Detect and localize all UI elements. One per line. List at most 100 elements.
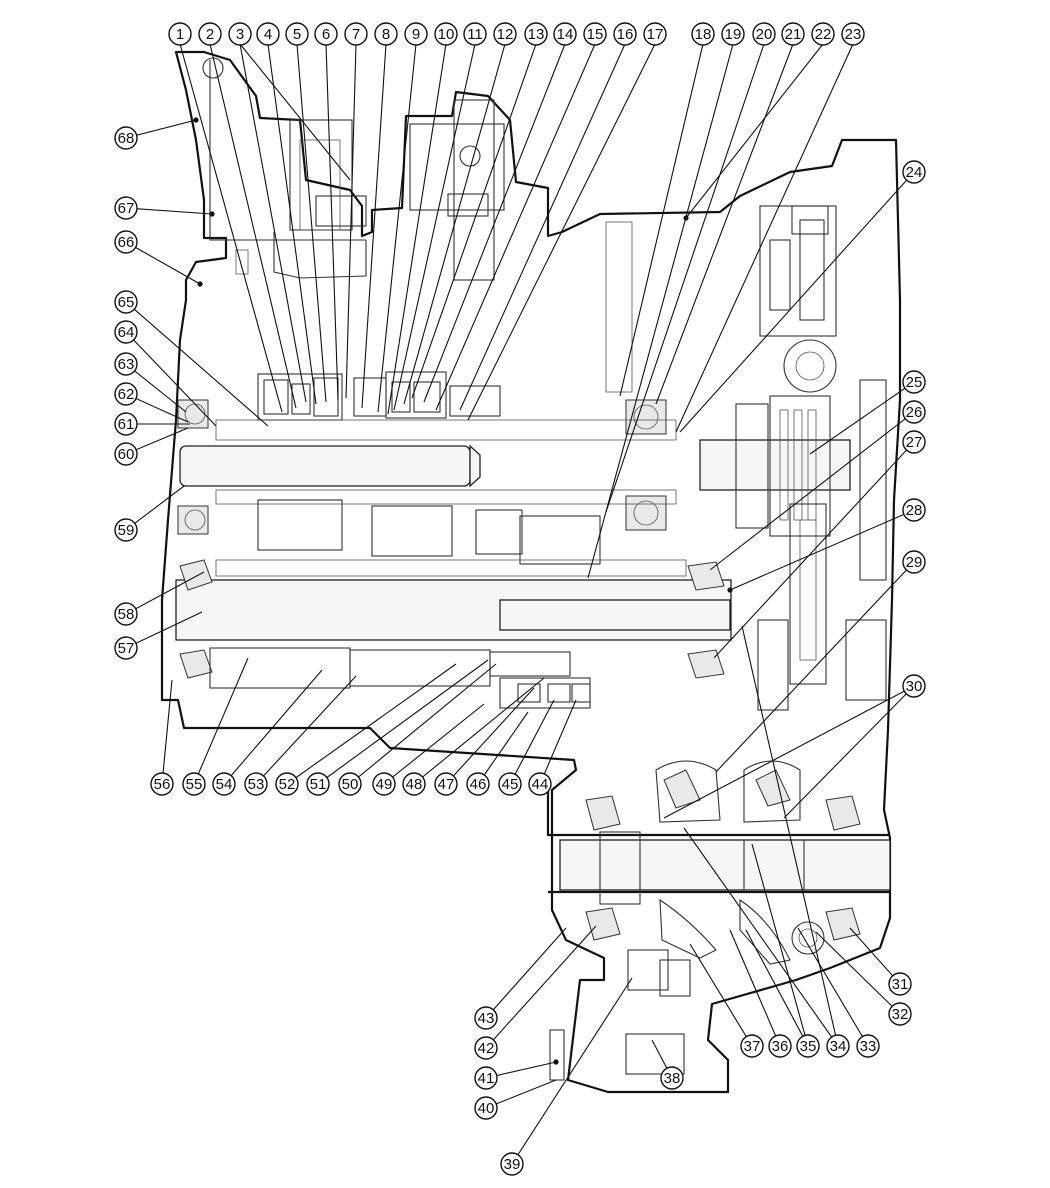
callout-circle (902, 430, 926, 454)
callout-59: 59 (114, 518, 138, 542)
callout-number: 52 (279, 776, 296, 793)
leader-dots (193, 117, 733, 1065)
callout-circle (553, 22, 577, 46)
callout-circle (474, 1096, 498, 1120)
callout-60: 60 (114, 442, 138, 466)
callout-26: 26 (902, 400, 926, 424)
callout-number: 50 (342, 776, 359, 793)
callout-9: 9 (404, 22, 428, 46)
callout-circle (228, 22, 252, 46)
callout-number: 25 (906, 374, 923, 391)
callout-7: 7 (344, 22, 368, 46)
callout-22: 22 (811, 22, 835, 46)
callout-39: 39 (500, 1152, 524, 1176)
callout-circle (114, 320, 138, 344)
callout-29: 29 (902, 550, 926, 574)
callout-circle (244, 772, 268, 796)
callout-17: 17 (643, 22, 667, 46)
callout-circle (583, 22, 607, 46)
callout-circle (902, 498, 926, 522)
callout-27: 27 (902, 430, 926, 454)
callout-number: 31 (892, 976, 909, 993)
callout-circle (474, 1066, 498, 1090)
callout-68: 68 (114, 126, 138, 150)
callout-circle (902, 160, 926, 184)
callout-number: 29 (906, 554, 923, 571)
callout-number: 19 (725, 26, 742, 43)
callout-number: 1 (176, 26, 184, 43)
callout-57: 57 (114, 636, 138, 660)
callout-number: 30 (906, 678, 923, 695)
callout-number: 55 (186, 776, 203, 793)
callout-number: 62 (118, 386, 135, 403)
callout-31: 31 (888, 972, 912, 996)
housing-outline (160, 50, 902, 1094)
callout-number: 27 (906, 434, 923, 451)
callout-number: 61 (118, 416, 135, 433)
callout-25: 25 (902, 370, 926, 394)
callout-number: 46 (470, 776, 487, 793)
callout-number: 51 (310, 776, 327, 793)
callout-56: 56 (150, 772, 174, 796)
callout-circle (198, 22, 222, 46)
callout-52: 52 (275, 772, 299, 796)
callout-53: 53 (244, 772, 268, 796)
callout-38: 38 (660, 1066, 684, 1090)
callout-number: 3 (236, 26, 244, 43)
callout-circle (114, 230, 138, 254)
callout-number: 44 (532, 776, 549, 793)
callout-circle (660, 1066, 684, 1090)
callout-number: 16 (617, 26, 634, 43)
callout-circle (114, 196, 138, 220)
callout-circle (643, 22, 667, 46)
callout-46: 46 (466, 772, 490, 796)
callout-15: 15 (583, 22, 607, 46)
callout-number: 36 (772, 1038, 789, 1055)
callout-circle (463, 22, 487, 46)
callout-number: 42 (478, 1040, 495, 1057)
callout-number: 15 (587, 26, 604, 43)
callout-32: 32 (888, 1002, 912, 1026)
callout-67: 67 (114, 196, 138, 220)
callout-58: 58 (114, 602, 138, 626)
clutch-assembly (735, 205, 887, 711)
callout-number: 48 (406, 776, 423, 793)
callout-circle (856, 1034, 880, 1058)
callout-number: 18 (695, 26, 712, 43)
callout-number: 40 (478, 1100, 495, 1117)
callout-number: 7 (352, 26, 360, 43)
callout-number: 28 (906, 502, 923, 519)
callout-8: 8 (374, 22, 398, 46)
callout-circle (498, 772, 522, 796)
callout-24: 24 (902, 160, 926, 184)
callout-number: 59 (118, 522, 135, 539)
callout-circle (114, 442, 138, 466)
callout-circle (528, 772, 552, 796)
callout-23: 23 (841, 22, 865, 46)
callout-circle (114, 412, 138, 436)
callout-3: 3 (228, 22, 252, 46)
callout-circle (841, 22, 865, 46)
callout-circle (374, 22, 398, 46)
callout-number: 6 (322, 26, 330, 43)
callout-circle (466, 772, 490, 796)
callout-18: 18 (691, 22, 715, 46)
callout-number: 24 (906, 164, 923, 181)
lower-gear-train (209, 559, 687, 709)
callout-number: 49 (376, 776, 393, 793)
callout-number: 39 (504, 1156, 521, 1173)
callout-number: 2 (206, 26, 214, 43)
callout-circle (902, 550, 926, 574)
shafts (175, 439, 891, 891)
callout-circle (474, 1006, 498, 1030)
callout-48: 48 (402, 772, 426, 796)
callout-number: 12 (497, 26, 514, 43)
callout-circle (902, 400, 926, 424)
callout-circle (902, 674, 926, 698)
callout-circle (114, 126, 138, 150)
callout-number: 14 (557, 26, 574, 43)
callout-40: 40 (474, 1096, 498, 1120)
callout-circle (114, 518, 138, 542)
callout-circle (114, 602, 138, 626)
